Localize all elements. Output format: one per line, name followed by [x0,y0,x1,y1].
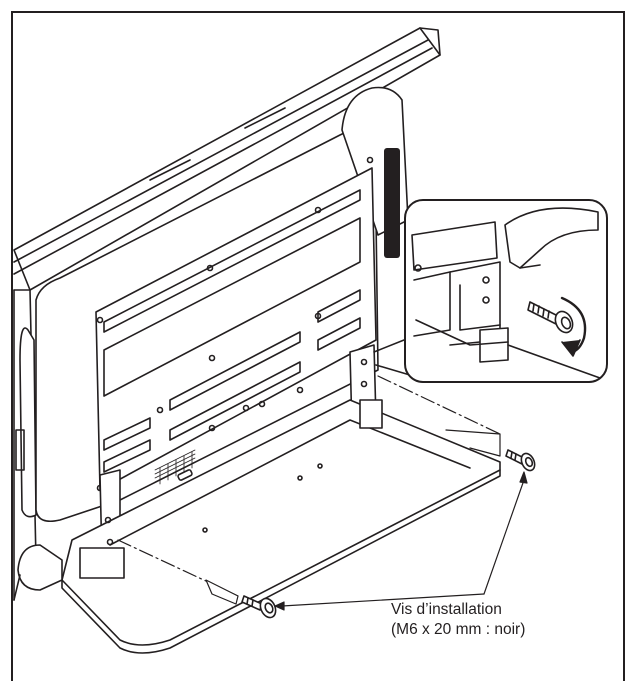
screw-icon [241,301,574,619]
rotation-arrow-icon [560,296,587,357]
stand [13,344,501,654]
callout-label-line-1: Vis d’installation [391,601,502,618]
callout-leader-lines [274,471,528,611]
zoom-inset [373,199,608,383]
mounting-plate [95,156,377,492]
callout-label-line-2: (M6 x 20 mm : noir) [391,621,526,638]
callout-label: Vis d’installation (M6 x 20 mm : noir) [391,600,525,640]
figure-frame [11,11,625,681]
vent-grille [154,449,196,485]
